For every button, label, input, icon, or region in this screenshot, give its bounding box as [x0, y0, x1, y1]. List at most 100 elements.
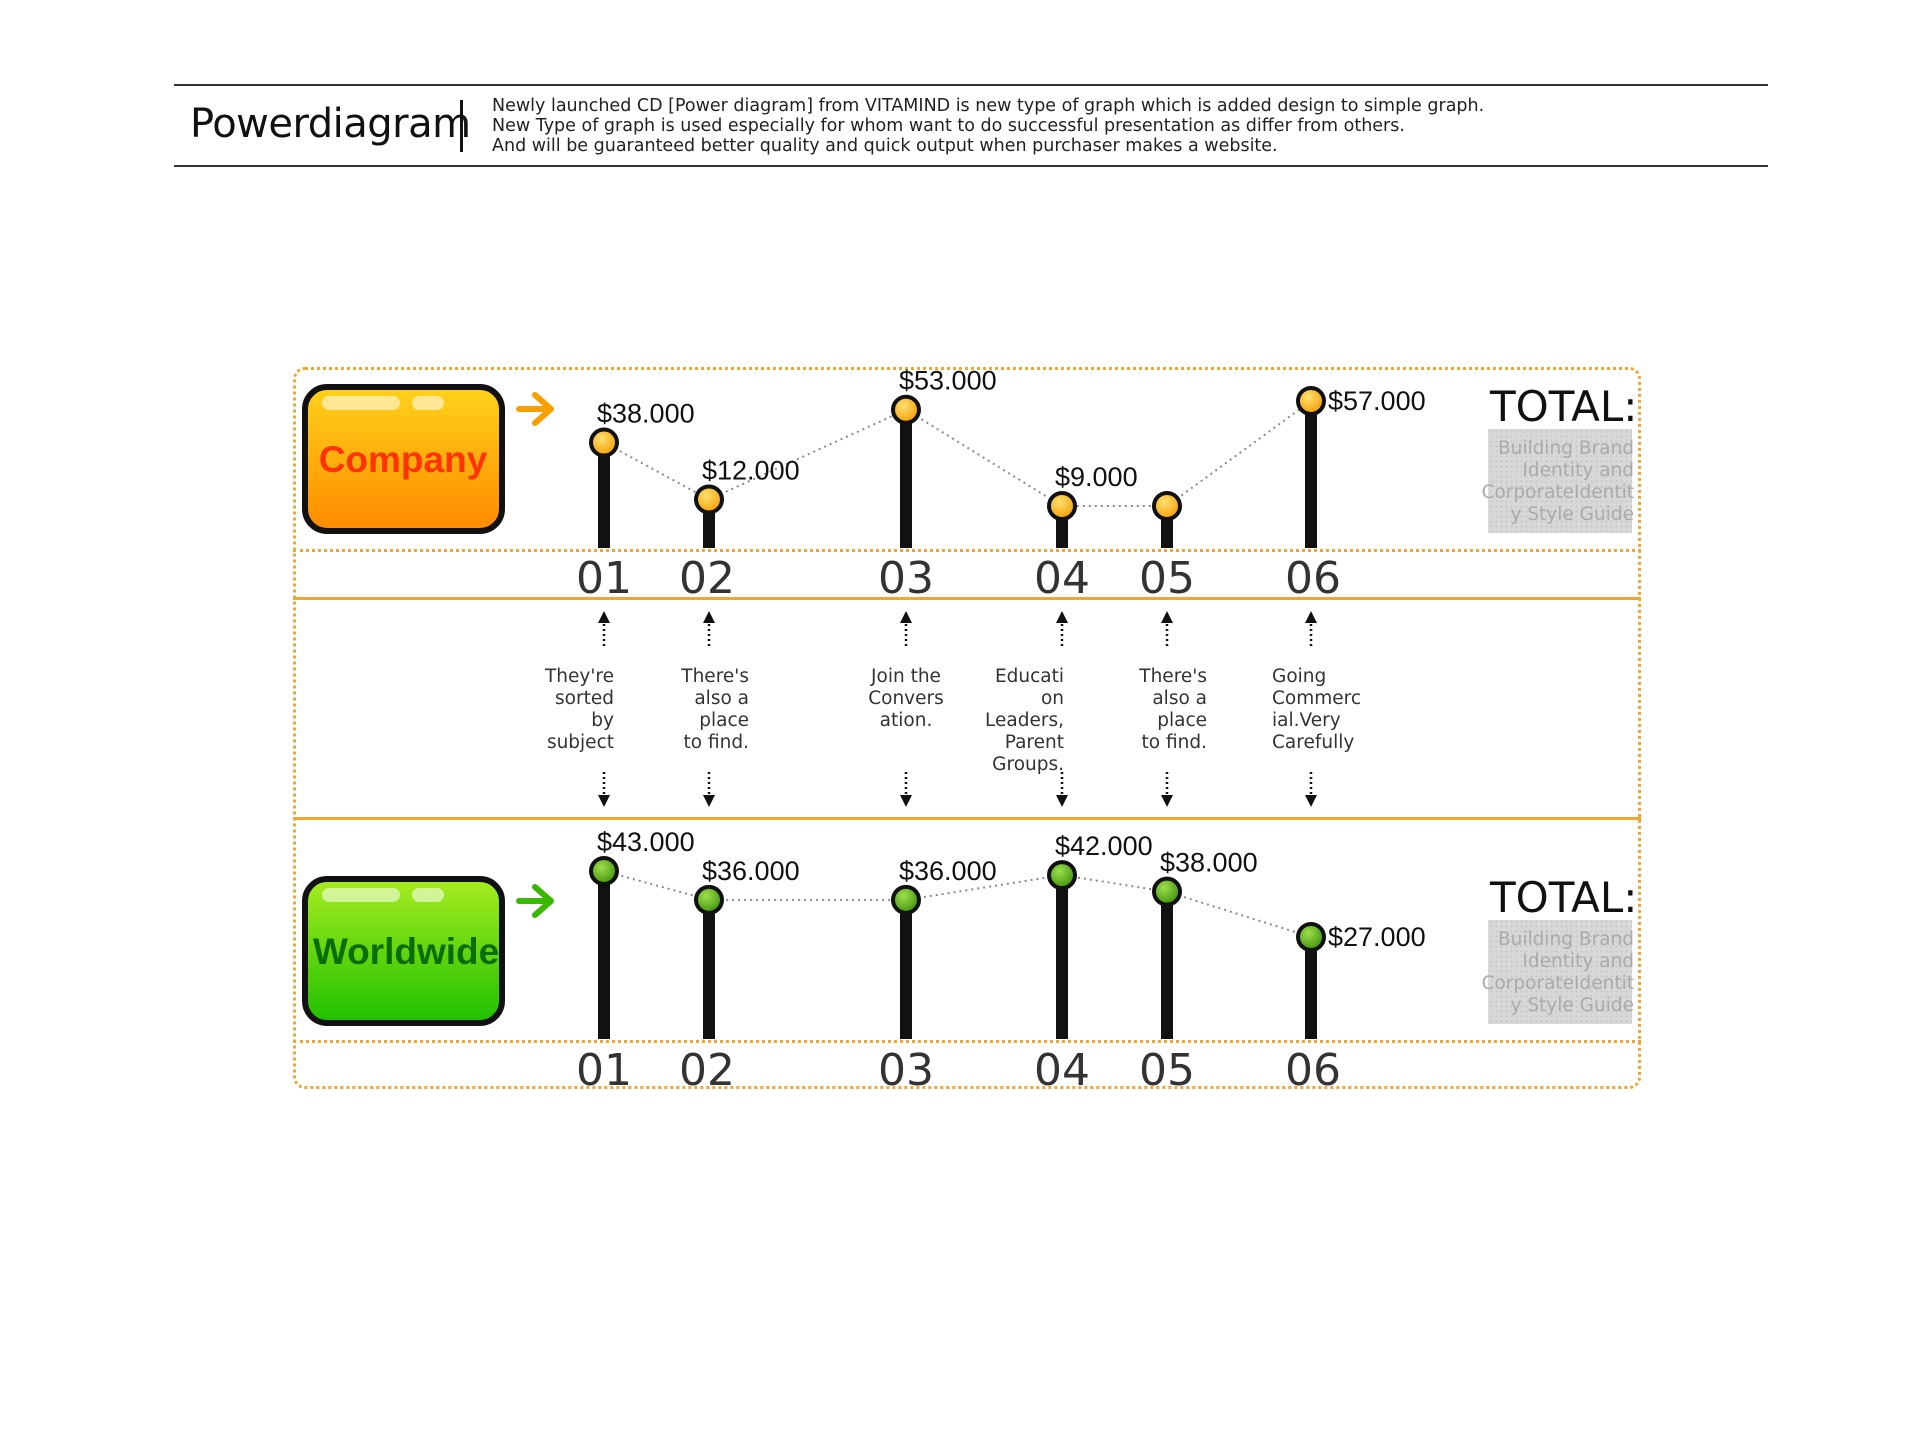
up-arrow-icon: [598, 611, 610, 623]
header: Powerdiagram Newly launched CD [Power di…: [174, 84, 1768, 167]
value-label: $27.000: [1328, 922, 1426, 952]
value-label: $38.000: [597, 399, 695, 429]
right-arrow-icon: [513, 881, 557, 921]
tick-label: 06: [1285, 553, 1341, 604]
total-text: Identity and: [1522, 460, 1634, 481]
down-arrow-icon: [598, 795, 610, 807]
description-text: Carefully: [1272, 732, 1354, 753]
description-text: Going: [1272, 666, 1326, 687]
company-label: Company: [319, 439, 488, 480]
description-text: Convers: [868, 688, 944, 709]
tick-label: 02: [679, 1045, 735, 1096]
down-arrow-icon: [1161, 795, 1173, 807]
total-label: TOTAL:: [1489, 873, 1637, 922]
data-point: [891, 394, 921, 425]
description-text: ation.: [880, 710, 933, 731]
description-text: Parent: [1005, 732, 1064, 753]
data-point: [1296, 385, 1326, 416]
tick-label: 06: [1285, 1045, 1341, 1096]
value-label: $36.000: [702, 856, 800, 886]
divider-line: [293, 1040, 1641, 1043]
worldwide-label: Worldwide: [313, 931, 499, 972]
up-arrow-icon: [900, 611, 912, 623]
total-text: y Style Guide: [1510, 504, 1634, 525]
description-text: sorted: [555, 688, 614, 709]
stem-bar: [703, 899, 715, 1039]
stem-bar: [1305, 937, 1317, 1039]
description-line: Newly launched CD [Power diagram] from V…: [492, 96, 1485, 116]
data-point: [891, 884, 921, 915]
value-label: $36.000: [899, 856, 997, 886]
header-description: Newly launched CD [Power diagram] from V…: [492, 96, 1484, 156]
description-text: There's: [1138, 666, 1207, 687]
worldwide-total: TOTAL: Building Brand Identity and Corpo…: [1482, 873, 1637, 1024]
tick-label: 01: [576, 1045, 632, 1096]
divider-line: [293, 817, 1641, 820]
tick-label: 05: [1139, 553, 1195, 604]
tick-label: 03: [878, 553, 934, 604]
description-text: place: [699, 710, 749, 731]
down-arrow-icon: [703, 795, 715, 807]
total-label: TOTAL:: [1489, 382, 1637, 431]
up-arrow-icon: [1305, 611, 1317, 623]
down-arrow-icon: [1056, 795, 1068, 807]
description-line: And will be guaranteed better quality an…: [492, 136, 1278, 156]
value-label: $43.000: [597, 827, 695, 857]
description-text: Educati: [995, 666, 1064, 687]
value-label: $12.000: [702, 455, 800, 485]
total-panel: [1488, 429, 1632, 533]
stem-bar: [900, 899, 912, 1039]
description-text: subject: [547, 732, 614, 753]
divider-line: [293, 549, 1641, 552]
description-text: Leaders,: [985, 710, 1064, 731]
stem-bar: [900, 409, 912, 548]
value-label: $57.000: [1328, 386, 1426, 416]
worldwide-box: Worldwide: [302, 876, 505, 1026]
total-text: Building Brand: [1498, 929, 1634, 950]
data-point: [1296, 922, 1326, 953]
description-text: on: [1041, 688, 1064, 709]
description-text: to find.: [1142, 732, 1207, 753]
stem-bar: [1305, 400, 1317, 548]
value-label: $38.000: [1160, 848, 1258, 878]
description-text: ial.Very: [1272, 710, 1341, 731]
data-point: [589, 427, 619, 458]
total-panel: [1488, 920, 1632, 1024]
page-title: Powerdiagram: [190, 101, 471, 147]
description-line: New Type of graph is used especially for…: [492, 116, 1405, 136]
description-text: also a: [694, 688, 749, 709]
stem-bar: [598, 442, 610, 548]
description-text: to find.: [684, 732, 749, 753]
description-text: They're: [544, 666, 614, 687]
tick-label: 04: [1034, 553, 1090, 604]
series-line: [603, 400, 1312, 508]
description-text: Groups.: [992, 754, 1064, 775]
worldwide-series: $43.00001$36.00002$36.00003$42.00004$38.…: [576, 827, 1426, 1096]
divider-line: [293, 597, 1641, 600]
tick-label: 01: [576, 553, 632, 604]
total-text: CorporateIdentit: [1482, 973, 1634, 994]
data-point: [694, 884, 724, 915]
stem-bar: [598, 871, 610, 1039]
tick-label: 05: [1139, 1045, 1195, 1096]
tick-label: 03: [878, 1045, 934, 1096]
up-arrow-icon: [1056, 611, 1068, 623]
data-point: [1152, 491, 1182, 522]
data-point: [1047, 860, 1077, 891]
description-text: place: [1157, 710, 1207, 731]
data-point: [1152, 876, 1182, 907]
total-text: y Style Guide: [1510, 995, 1634, 1016]
right-arrow-icon: [513, 389, 557, 429]
series-line: [603, 870, 1312, 938]
data-point: [589, 856, 619, 887]
stem-bar: [1056, 875, 1068, 1039]
description-text: also a: [1152, 688, 1207, 709]
stem-bar: [1161, 891, 1173, 1039]
diagram-frame: [293, 367, 1641, 1089]
up-arrow-icon: [1161, 611, 1173, 623]
tick-label: 04: [1034, 1045, 1090, 1096]
description-text: Commerc: [1272, 688, 1361, 709]
